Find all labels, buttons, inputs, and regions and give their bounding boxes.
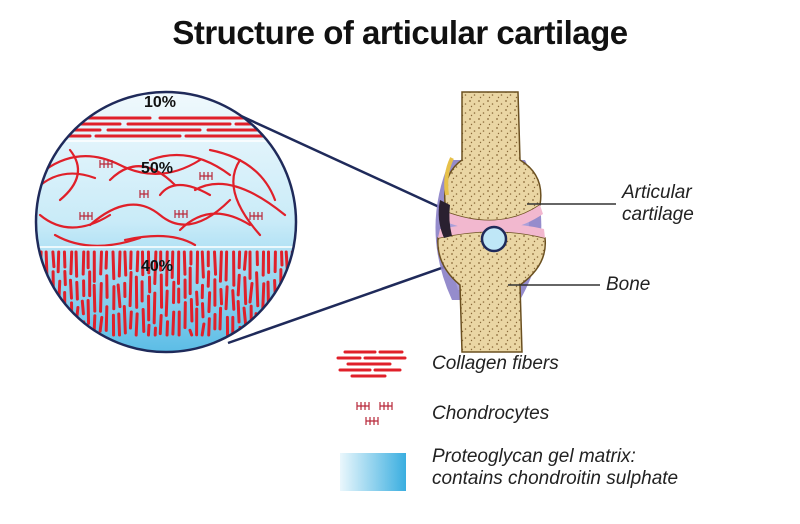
deep-collagen-fiber bbox=[213, 250, 218, 276]
deep-zone-percent: 40% bbox=[141, 258, 174, 275]
deep-collagen-fiber bbox=[195, 290, 199, 307]
deep-collagen-fiber bbox=[219, 288, 224, 306]
deep-collagen-fiber bbox=[104, 305, 109, 332]
collagen-fibers-icon bbox=[336, 350, 407, 378]
deep-collagen-fiber bbox=[152, 291, 157, 325]
deep-collagen-fiber bbox=[236, 300, 241, 324]
deep-collagen-fiber bbox=[51, 297, 56, 316]
chondrocytes-icon bbox=[356, 402, 393, 425]
deep-collagen-fiber bbox=[111, 250, 116, 281]
gel-matrix-label-line2: contains chondroitin sulphate bbox=[432, 468, 679, 489]
deep-collagen-fiber bbox=[99, 250, 103, 276]
deep-collagen-fiber bbox=[80, 299, 85, 316]
deep-collagen-fiber bbox=[44, 316, 50, 335]
deep-collagen-fiber bbox=[135, 250, 140, 273]
articular-cartilage-upper bbox=[446, 205, 543, 231]
deep-collagen-fiber bbox=[74, 330, 79, 337]
deep-collagen-fiber bbox=[260, 282, 266, 319]
legend-collagen-label: Collagen fibers bbox=[432, 353, 559, 374]
middle-zone-percent: 50% bbox=[141, 160, 174, 177]
middle-zone-fibers bbox=[36, 148, 287, 247]
diagram-title: Structure of articular cartilage bbox=[172, 14, 628, 51]
deep-collagen-fiber bbox=[117, 312, 122, 337]
deep-collagen-fiber bbox=[189, 297, 194, 323]
deep-collagen-fiber bbox=[224, 285, 229, 311]
deep-collagen-fiber bbox=[207, 317, 211, 337]
deep-collagen-fiber bbox=[158, 314, 163, 336]
deep-collagen-fiber bbox=[218, 306, 223, 331]
deep-collagen-fiber bbox=[242, 306, 247, 325]
bone-label: Bone bbox=[606, 274, 651, 295]
deep-collagen-fiber bbox=[122, 304, 127, 335]
legend-chondrocytes-label: Chondrocytes bbox=[432, 403, 550, 424]
deep-collagen-fiber bbox=[284, 296, 289, 319]
deep-collagen-fiber bbox=[207, 291, 212, 314]
deep-collagen-fiber bbox=[236, 273, 241, 297]
deep-collagen-fiber bbox=[81, 250, 86, 276]
deep-collagen-fiber bbox=[188, 328, 194, 337]
legend-gel-matrix-label: Proteoglycan gel matrix: contains chondr… bbox=[432, 446, 678, 490]
knee-joint-illustration bbox=[435, 91, 547, 353]
deep-collagen-fiber bbox=[63, 270, 67, 287]
deep-collagen-fiber bbox=[255, 271, 260, 308]
deep-collagen-fiber bbox=[243, 276, 248, 306]
deep-collagen-fiber bbox=[242, 250, 248, 271]
deep-collagen-fiber bbox=[44, 282, 49, 313]
magnifier-outline bbox=[34, 90, 298, 354]
deep-collagen-fiber bbox=[75, 280, 79, 301]
deep-collagen-fiber bbox=[170, 250, 175, 279]
deep-collagen-fiber bbox=[68, 278, 73, 300]
deep-collagen-fiber bbox=[248, 281, 254, 304]
deep-collagen-fiber bbox=[74, 250, 79, 278]
deep-collagen-fiber bbox=[218, 250, 223, 283]
deep-collagen-fiber bbox=[182, 250, 187, 276]
deep-collagen-fiber bbox=[224, 250, 229, 282]
deep-collagen-fiber bbox=[171, 310, 176, 336]
deep-collagen-fiber bbox=[146, 323, 151, 337]
deep-collagen-fiber bbox=[123, 250, 128, 277]
upper-bone bbox=[444, 91, 542, 222]
deep-collagen-fiber bbox=[153, 250, 158, 286]
deep-collagen-fiber bbox=[99, 282, 103, 313]
deep-collagen-fiber bbox=[261, 320, 266, 337]
deep-collagen-fiber bbox=[266, 280, 271, 317]
deep-collagen-fiber bbox=[231, 289, 236, 311]
deep-collagen-fiber bbox=[141, 307, 146, 333]
deep-collagen-fiber bbox=[134, 312, 139, 337]
deep-collagen-fiber bbox=[98, 315, 104, 333]
deep-collagen-fiber bbox=[290, 283, 295, 305]
deep-collagen-fiber bbox=[104, 250, 109, 270]
deep-collagen-fiber bbox=[56, 250, 61, 274]
deep-collagen-fiber bbox=[69, 250, 74, 276]
deep-collagen-fiber bbox=[164, 289, 169, 317]
deep-collagen-fiber bbox=[200, 250, 205, 279]
deep-collagen-fiber bbox=[116, 283, 122, 309]
deep-collagen-fiber bbox=[200, 322, 206, 337]
deep-collagen-fiber bbox=[92, 283, 97, 313]
superficial-zone-percent: 10% bbox=[144, 94, 177, 111]
deep-collagen-fiber bbox=[38, 278, 43, 304]
deep-collagen-fiber bbox=[57, 302, 62, 331]
articular-cartilage-label: Articular cartilage bbox=[622, 182, 694, 226]
cartilage-label-line1: Articular bbox=[622, 182, 692, 203]
magnify-spot bbox=[480, 225, 508, 253]
deep-collagen-fiber bbox=[51, 250, 56, 269]
deep-collagen-fiber bbox=[128, 310, 133, 330]
deep-collagen-fiber bbox=[165, 250, 169, 287]
deep-collagen-fiber bbox=[285, 322, 290, 337]
deep-collagen-fiber bbox=[117, 250, 122, 278]
magnified-cartilage-section bbox=[34, 90, 298, 354]
cartilage-label-line2: cartilage bbox=[622, 204, 694, 225]
gel-matrix-swatch bbox=[340, 453, 406, 491]
gel-matrix-label-line1: Proteoglycan gel matrix: bbox=[432, 446, 636, 467]
middle-zone-chondrocytes bbox=[79, 160, 263, 220]
deep-collagen-fiber bbox=[128, 271, 133, 308]
